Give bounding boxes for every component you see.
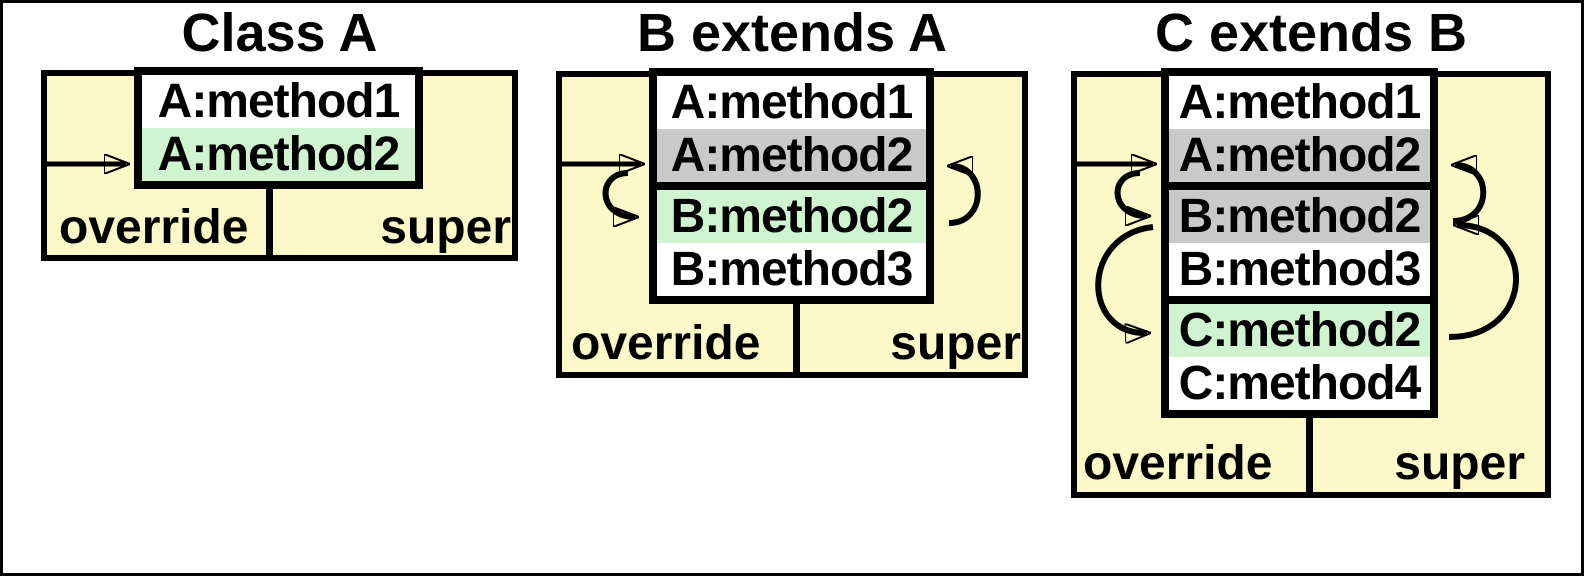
method-row: B:method3 <box>657 243 926 296</box>
method-group-a: A:method1 A:method2 <box>657 76 926 182</box>
panel-title: B extends A <box>636 3 948 63</box>
method-row: B:method3 <box>1169 243 1430 296</box>
method-row: B:method2 <box>1169 190 1430 243</box>
method-group-c: C:method2 C:method4 <box>1169 296 1430 410</box>
method-row: A:method1 <box>1169 76 1430 129</box>
method-row: C:method2 <box>1169 304 1430 357</box>
method-table: A:method1 A:method2 <box>134 67 423 189</box>
method-row: A:method2 <box>142 128 415 181</box>
method-row: A:method1 <box>142 75 415 128</box>
method-table: A:method1 A:method2 B:method2 B:method3 … <box>1161 68 1438 418</box>
override-label: override <box>571 317 761 370</box>
method-row: A:method2 <box>1169 129 1430 182</box>
super-label: super <box>380 201 511 254</box>
panel-title: Class A <box>181 3 378 63</box>
method-group-b: B:method2 B:method3 <box>657 182 926 296</box>
method-table: A:method1 A:method2 B:method2 B:method3 <box>649 68 934 304</box>
super-label: super <box>890 317 1021 370</box>
method-row: C:method4 <box>1169 357 1430 410</box>
method-row: B:method2 <box>657 190 926 243</box>
method-row: A:method2 <box>657 129 926 182</box>
override-label: override <box>1083 437 1273 490</box>
override-super-divider <box>266 189 273 261</box>
method-group-a: A:method1 A:method2 <box>1169 76 1430 182</box>
method-group-b: B:method2 B:method3 <box>1169 182 1430 296</box>
panel-title: C extends B <box>1154 3 1468 63</box>
override-super-divider <box>1306 418 1313 498</box>
override-label: override <box>59 201 249 254</box>
super-label: super <box>1394 437 1525 490</box>
override-super-divider <box>793 304 800 378</box>
method-group-a: A:method1 A:method2 <box>142 75 415 181</box>
method-row: A:method1 <box>657 76 926 129</box>
